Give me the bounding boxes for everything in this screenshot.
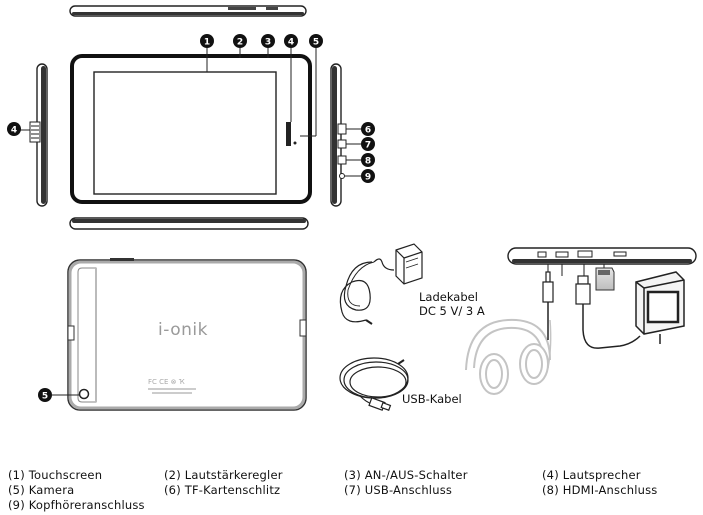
callout-3-badge: 3 — [261, 34, 275, 48]
svg-text:5: 5 — [42, 392, 48, 402]
power-adapter-icon — [635, 271, 685, 344]
legend-item-touchscreen: (1) Touchscreen — [8, 468, 103, 482]
svg-text:4: 4 — [288, 38, 294, 48]
headphone-plug-icon — [542, 271, 554, 340]
certification-marks-icon: FC CE ⊗ Ҡ — [148, 378, 196, 394]
callout-1-badge: 1 — [200, 34, 214, 48]
svg-text:4: 4 — [11, 126, 17, 136]
legend-item-hdmi-port: (8) HDMI-Anschluss — [542, 483, 658, 497]
headphones-icon — [465, 318, 552, 395]
tablet-bottom-edge — [69, 217, 309, 230]
usb-cable-icon — [339, 357, 409, 411]
svg-text:FC CE ⊗ Ҡ: FC CE ⊗ Ҡ — [148, 378, 185, 386]
callout-2-badge: 2 — [233, 34, 247, 48]
charger-caption-line-2: DC 5 V/ 3 A — [419, 304, 485, 318]
callout-6-front-badge: 5 — [309, 34, 323, 48]
svg-text:2: 2 — [237, 38, 243, 48]
svg-text:5: 5 — [313, 38, 319, 48]
callout-6-badge: 6 — [361, 122, 375, 136]
callout-5-badge: 5 — [38, 388, 52, 402]
legend-item-headphone-jack: (9) Kopfhöreranschluss — [8, 498, 145, 512]
brand-logo: i-onik — [158, 320, 208, 340]
sd-card-icon — [595, 267, 615, 291]
tablet-front — [70, 48, 317, 204]
charger-caption-line-1: Ladekabel — [419, 290, 478, 304]
callout-9-badge: 9 — [361, 169, 375, 183]
legend: (1) Touchscreen (2) Lautstärkeregler (3)… — [8, 468, 698, 514]
tablet-top-edge — [69, 5, 307, 17]
legend-item-usb-port: (7) USB-Anschluss — [344, 483, 453, 497]
legend-item-speaker: (4) Lautsprecher — [542, 468, 641, 482]
svg-text:7: 7 — [365, 141, 371, 151]
svg-text:9: 9 — [365, 173, 371, 183]
usb-plug-icon — [575, 275, 641, 349]
svg-text:8: 8 — [365, 157, 371, 167]
callout-8-badge: 8 — [361, 153, 375, 167]
svg-text:1: 1 — [204, 38, 210, 48]
callout-4-badge: 4 — [7, 122, 21, 136]
tablet-back: i-onik FC CE ⊗ Ҡ — [52, 258, 307, 411]
svg-text:6: 6 — [365, 126, 371, 136]
tablet-port-edge — [507, 247, 697, 276]
usb-cable-caption: USB-Kabel — [402, 392, 462, 406]
tablet-left-side — [20, 63, 48, 207]
legend-item-camera: (5) Kamera — [8, 483, 75, 497]
charger-icon — [339, 243, 423, 325]
svg-text:3: 3 — [265, 38, 271, 48]
callout-7-badge: 7 — [361, 137, 375, 151]
legend-item-tf-card-slot: (6) TF-Kartenschlitz — [164, 483, 281, 497]
callout-5-front-badge: 4 — [284, 34, 298, 48]
legend-item-power-switch: (3) AN-/AUS-Schalter — [344, 468, 468, 482]
tablet-right-side — [330, 63, 361, 207]
legend-item-volume: (2) Lautstärkeregler — [164, 468, 283, 482]
